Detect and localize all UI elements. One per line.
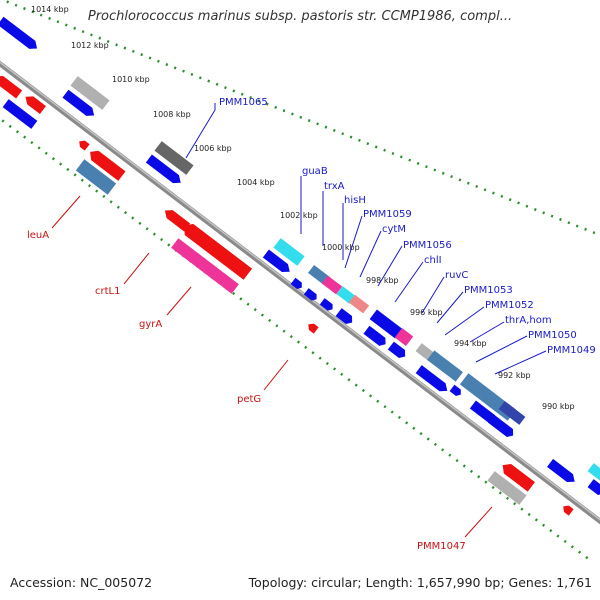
upper-tick-guide bbox=[0, 0, 600, 237]
gene-pink[interactable] bbox=[171, 238, 239, 294]
gene-steel[interactable] bbox=[75, 159, 117, 195]
reverse-genes bbox=[0, 72, 574, 516]
genome-summary-text: Topology: circular; Length: 1,657,990 bp… bbox=[248, 575, 592, 590]
gene-cyan[interactable] bbox=[587, 463, 600, 481]
gene-label[interactable]: PMM1049 bbox=[547, 345, 596, 356]
gene-dark-grey[interactable] bbox=[154, 141, 194, 175]
gene-blue[interactable] bbox=[145, 154, 184, 187]
tick-label: 992 kbp bbox=[498, 371, 531, 380]
genome-backbone bbox=[0, 60, 600, 525]
tick-label: 990 kbp bbox=[542, 402, 575, 411]
gene-label[interactable]: PMM1053 bbox=[464, 285, 513, 296]
gene-cyan[interactable] bbox=[336, 286, 356, 304]
tick-label: 1012 kbp bbox=[71, 41, 109, 50]
gene-red[interactable] bbox=[180, 220, 253, 280]
gene-label[interactable]: PMM1065 bbox=[219, 97, 268, 108]
gene-blue[interactable] bbox=[547, 458, 578, 486]
gene-steel[interactable] bbox=[427, 350, 463, 382]
lower-tick-guide bbox=[0, 117, 591, 562]
genome-title: Prochlorococcus marinus subsp. pastoris … bbox=[87, 9, 513, 24]
gene-label[interactable]: PMM1052 bbox=[485, 300, 534, 311]
forward-genes bbox=[0, 16, 600, 496]
gene-label[interactable]: ruvC bbox=[445, 270, 468, 281]
tick-label: 1010 kbp bbox=[112, 75, 150, 84]
gene-label[interactable]: guaB bbox=[302, 166, 328, 177]
gene-blue[interactable] bbox=[262, 249, 293, 276]
gene-red[interactable] bbox=[0, 72, 23, 99]
gene-label[interactable]: leuA bbox=[27, 230, 49, 241]
tick-label: 1014 kbp bbox=[31, 5, 69, 14]
tick-label: 994 kbp bbox=[454, 339, 487, 348]
gene-navy[interactable] bbox=[498, 401, 526, 425]
gene-cyan[interactable] bbox=[273, 238, 305, 266]
gene-label[interactable]: hisH bbox=[344, 195, 366, 206]
gene-label[interactable]: petG bbox=[237, 394, 261, 405]
gene-label[interactable]: PMM1059 bbox=[363, 209, 412, 220]
tick-label: 996 kbp bbox=[410, 308, 443, 317]
gene-label[interactable]: crtL1 bbox=[95, 286, 120, 297]
gene-label[interactable]: PMM1047 bbox=[417, 541, 466, 552]
gene-grey[interactable] bbox=[70, 76, 110, 110]
gene-blue[interactable] bbox=[62, 89, 97, 120]
gene-label[interactable]: PMM1056 bbox=[403, 240, 452, 251]
tick-label: 998 kbp bbox=[366, 276, 399, 285]
reverse-label-leaders bbox=[51, 195, 493, 538]
forward-labels: PMM1065 guaB trxA hisH PMM1059 cytM PMM1… bbox=[219, 97, 596, 356]
gene-label[interactable]: thrA,hom bbox=[505, 315, 552, 326]
tick-label: 1008 kbp bbox=[153, 110, 191, 119]
tick-label: 1004 kbp bbox=[237, 178, 275, 187]
tick-labels: 1014 kbp 1012 kbp 1010 kbp 1008 kbp 1006… bbox=[31, 5, 575, 411]
tick-label: 1002 kbp bbox=[280, 211, 318, 220]
gene-red[interactable] bbox=[86, 147, 126, 181]
forward-label-leaders bbox=[185, 103, 547, 375]
gene-grey[interactable] bbox=[487, 471, 527, 505]
gene-label[interactable]: chlI bbox=[424, 255, 442, 266]
gene-pink[interactable] bbox=[321, 275, 343, 295]
gene-label[interactable]: cytM bbox=[382, 224, 406, 235]
gene-label[interactable]: trxA bbox=[324, 181, 345, 192]
gene-salmon[interactable] bbox=[348, 294, 370, 314]
gene-red[interactable] bbox=[499, 460, 535, 492]
gene-blue[interactable] bbox=[369, 309, 403, 339]
gene-blue[interactable] bbox=[0, 16, 40, 53]
gene-pink[interactable] bbox=[394, 327, 414, 347]
tick-label: 1000 kbp bbox=[322, 243, 360, 252]
accession-text: Accession: NC_005072 bbox=[10, 575, 153, 590]
reverse-labels: leuA crtL1 gyrA petG PMM1047 bbox=[27, 230, 466, 552]
tick-label: 1006 kbp bbox=[194, 144, 232, 153]
gene-label[interactable]: PMM1050 bbox=[528, 330, 577, 341]
gene-label[interactable]: gyrA bbox=[139, 319, 162, 330]
